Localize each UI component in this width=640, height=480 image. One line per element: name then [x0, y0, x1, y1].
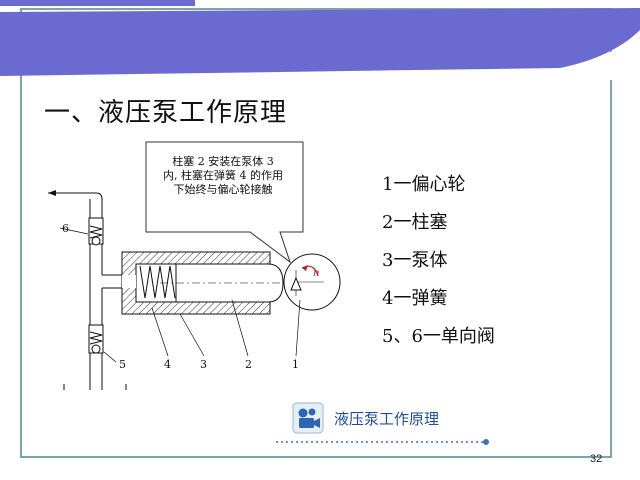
- callout-line-2: 内, 柱塞在弹簧 4 的作用: [163, 169, 283, 182]
- label-2: 2: [245, 358, 252, 371]
- label-5: 5: [119, 358, 126, 371]
- label-1: 1: [292, 358, 299, 371]
- callout-line-3: 下始终与偏心轮接触: [173, 183, 273, 196]
- label-n: n: [313, 268, 319, 279]
- spring: [139, 265, 176, 299]
- callout-bubble: [145, 141, 304, 264]
- legend-item-2: 2一柱塞: [382, 212, 448, 233]
- header-banner: [0, 0, 640, 80]
- parts-legend: 1一偏心轮 2一柱塞 3一泵体 4一弹簧 5、6一单向阀: [382, 170, 495, 360]
- video-camera-icon[interactable]: [292, 402, 324, 434]
- legend-item-4: 4一弹簧: [382, 288, 448, 309]
- label-6: 6: [62, 222, 69, 235]
- callout-text: 柱塞 2 安装在泵体 3 内, 柱塞在弹簧 4 的作用 下始终与偏心轮接触: [148, 155, 298, 197]
- page-number: 32: [590, 453, 603, 465]
- legend-item-3: 3一泵体: [382, 250, 448, 271]
- label-3: 3: [200, 358, 207, 371]
- video-link-label[interactable]: 液压泵工作原理: [334, 410, 440, 428]
- legend-item-5: 5、6一单向阀: [382, 326, 495, 347]
- slide-title: 一、液压泵工作原理: [44, 98, 288, 128]
- oil-tank: [63, 384, 127, 390]
- dotted-underline: [276, 439, 489, 445]
- callout-line-1: 柱塞 2 安装在泵体 3: [172, 155, 274, 168]
- legend-item-1: 1一偏心轮: [382, 174, 466, 195]
- slide-frame: [20, 8, 612, 458]
- label-4: 4: [164, 358, 171, 371]
- pump-diagram: n 6 5 4 3 2 1: [48, 141, 341, 390]
